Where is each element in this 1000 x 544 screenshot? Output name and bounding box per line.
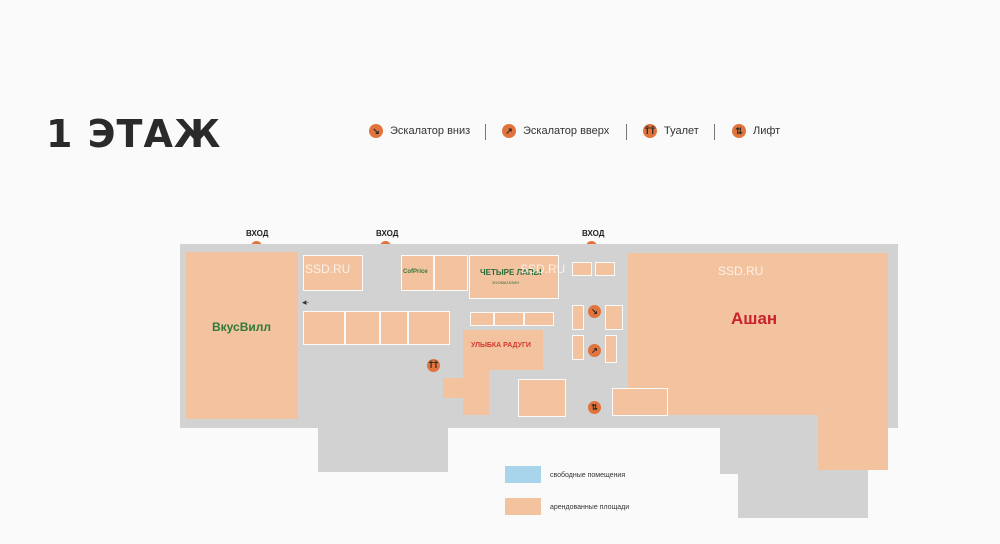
store-unit[interactable]	[380, 311, 408, 345]
legend-label: Туалет	[664, 125, 699, 137]
watermark: SSD.RU	[520, 262, 566, 276]
store-ashan-ext	[818, 415, 888, 470]
legend-rented-label: арендованные площади	[550, 504, 630, 511]
toilet-icon: ŤŤ	[643, 124, 657, 138]
store-cofix[interactable]	[401, 255, 434, 291]
legend-label: Эскалатор вниз	[390, 125, 471, 137]
escalator-up-icon: ↗	[588, 344, 601, 357]
store-unit[interactable]	[303, 311, 345, 345]
cofix-logo: CofPrice	[403, 269, 428, 275]
store-unit[interactable]	[572, 262, 592, 276]
floor-area-lower-left	[318, 426, 448, 472]
watermark: SSD.RU	[305, 262, 351, 276]
store-ulybka-radugi[interactable]	[463, 330, 543, 370]
entrance-label: ВХОД	[582, 229, 605, 238]
chetyre-lapy-logo: ЧЕТЫРЕ ЛАПЫ	[480, 268, 542, 277]
store-ashan[interactable]	[628, 253, 888, 415]
watermark: SSD.RU	[718, 264, 764, 278]
legend-escalator-down: ↘ Эскалатор вниз	[369, 124, 470, 138]
legend-divider	[626, 124, 627, 140]
toilet-icon: ŤŤ	[427, 359, 440, 372]
escalator-down-icon: ↘	[588, 305, 601, 318]
legend-free-label: свободные помещения	[550, 472, 626, 479]
ulybka-radugi-logo: УЛЫБКА РАДУГИ	[471, 342, 531, 349]
legend-label: Лифт	[753, 125, 781, 137]
store-unit[interactable]	[518, 379, 566, 417]
store-unit[interactable]	[303, 255, 363, 291]
store-pharmacy[interactable]	[612, 388, 668, 416]
store-unit[interactable]	[572, 305, 584, 330]
legend-rented-swatch	[505, 498, 541, 515]
page-title: 1 ЭТАЖ	[46, 112, 222, 156]
store-unit[interactable]	[408, 311, 450, 345]
store-unit[interactable]	[434, 255, 468, 291]
store-vkusvill[interactable]	[186, 252, 298, 419]
store-unit[interactable]	[345, 311, 380, 345]
store-ashan-ext2	[698, 395, 720, 415]
legend-toilet: ŤŤ Туалет	[643, 124, 699, 138]
chetyre-lapy-subtitle: ЗООМАГАЗИН	[492, 280, 520, 285]
legend-elevator: ⇅ Лифт	[732, 124, 780, 138]
escalator-up-icon: ↗	[502, 124, 516, 138]
entrance-label: ВХОД	[246, 229, 269, 238]
legend-free-swatch	[505, 466, 541, 483]
store-ulybka-radugi-ext	[463, 370, 489, 415]
elevator-icon: ⇅	[588, 401, 601, 414]
escalator-down-icon: ↘	[369, 124, 383, 138]
floor-area-lower-right	[738, 470, 868, 518]
store-unit[interactable]	[595, 262, 615, 276]
store-unit[interactable]	[524, 312, 554, 326]
vkusvill-logo: ВкусВилл	[212, 320, 272, 334]
store-chetyre-lapy[interactable]	[469, 255, 559, 299]
legend-label: Эскалатор вверх	[523, 125, 610, 137]
store-unit[interactable]	[605, 335, 617, 363]
store-unit[interactable]	[470, 312, 494, 326]
legend-divider	[714, 124, 715, 140]
legend-escalator-up: ↗ Эскалатор вверх	[502, 124, 609, 138]
entrance-label: ВХОД	[376, 229, 399, 238]
store-unit[interactable]	[605, 305, 623, 330]
ashan-logo: Ашан	[731, 309, 778, 328]
store-ulybka-radugi-ext2	[443, 378, 463, 398]
elevator-icon: ⇅	[732, 124, 746, 138]
legend-divider	[485, 124, 486, 140]
store-unit[interactable]	[494, 312, 524, 326]
store-unit[interactable]	[572, 335, 584, 360]
arrow-left-icon: ◂·	[302, 297, 310, 307]
